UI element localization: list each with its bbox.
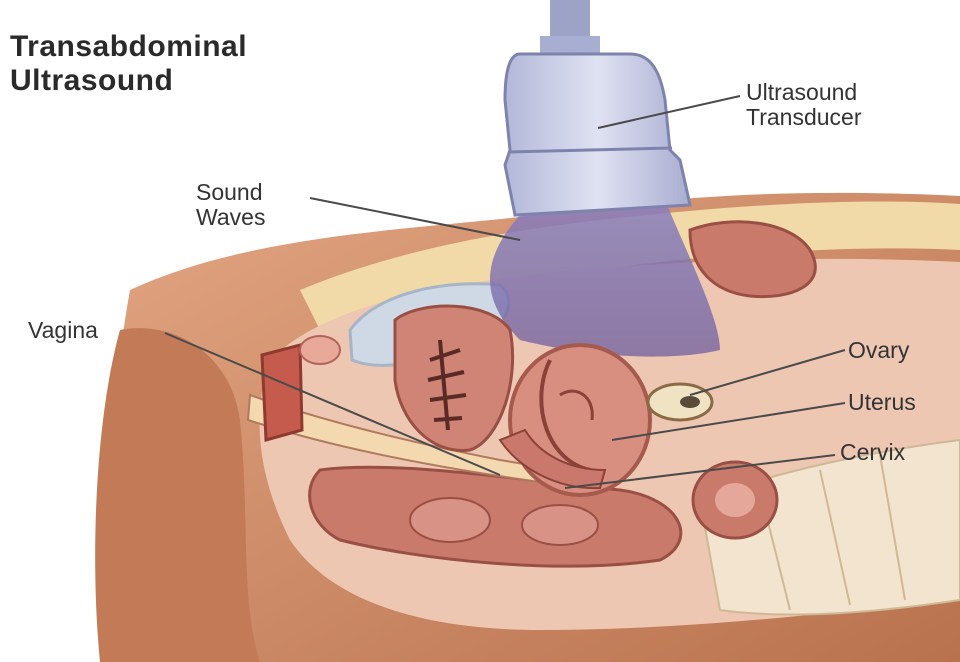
label-ultrasound-transducer: Ultrasound Transducer (746, 80, 861, 130)
transducer-probe (505, 54, 690, 215)
label-ovary: Ovary (848, 338, 909, 363)
label-sound-waves-line-1: Sound (196, 180, 265, 205)
label-vagina: Vagina (28, 318, 98, 343)
label-uterus: Uterus (848, 390, 916, 415)
diagram-title: Transabdominal Ultrasound (10, 30, 247, 98)
label-sound-waves-line-2: Waves (196, 205, 265, 230)
title-line-2: Ultrasound (10, 64, 247, 98)
label-transducer-line-2: Transducer (746, 105, 861, 130)
label-cervix: Cervix (840, 440, 905, 465)
pubic-bone (262, 345, 302, 440)
title-line-1: Transabdominal (10, 30, 247, 64)
label-sound-waves: Sound Waves (196, 180, 265, 230)
label-transducer-line-1: Ultrasound (746, 80, 861, 105)
